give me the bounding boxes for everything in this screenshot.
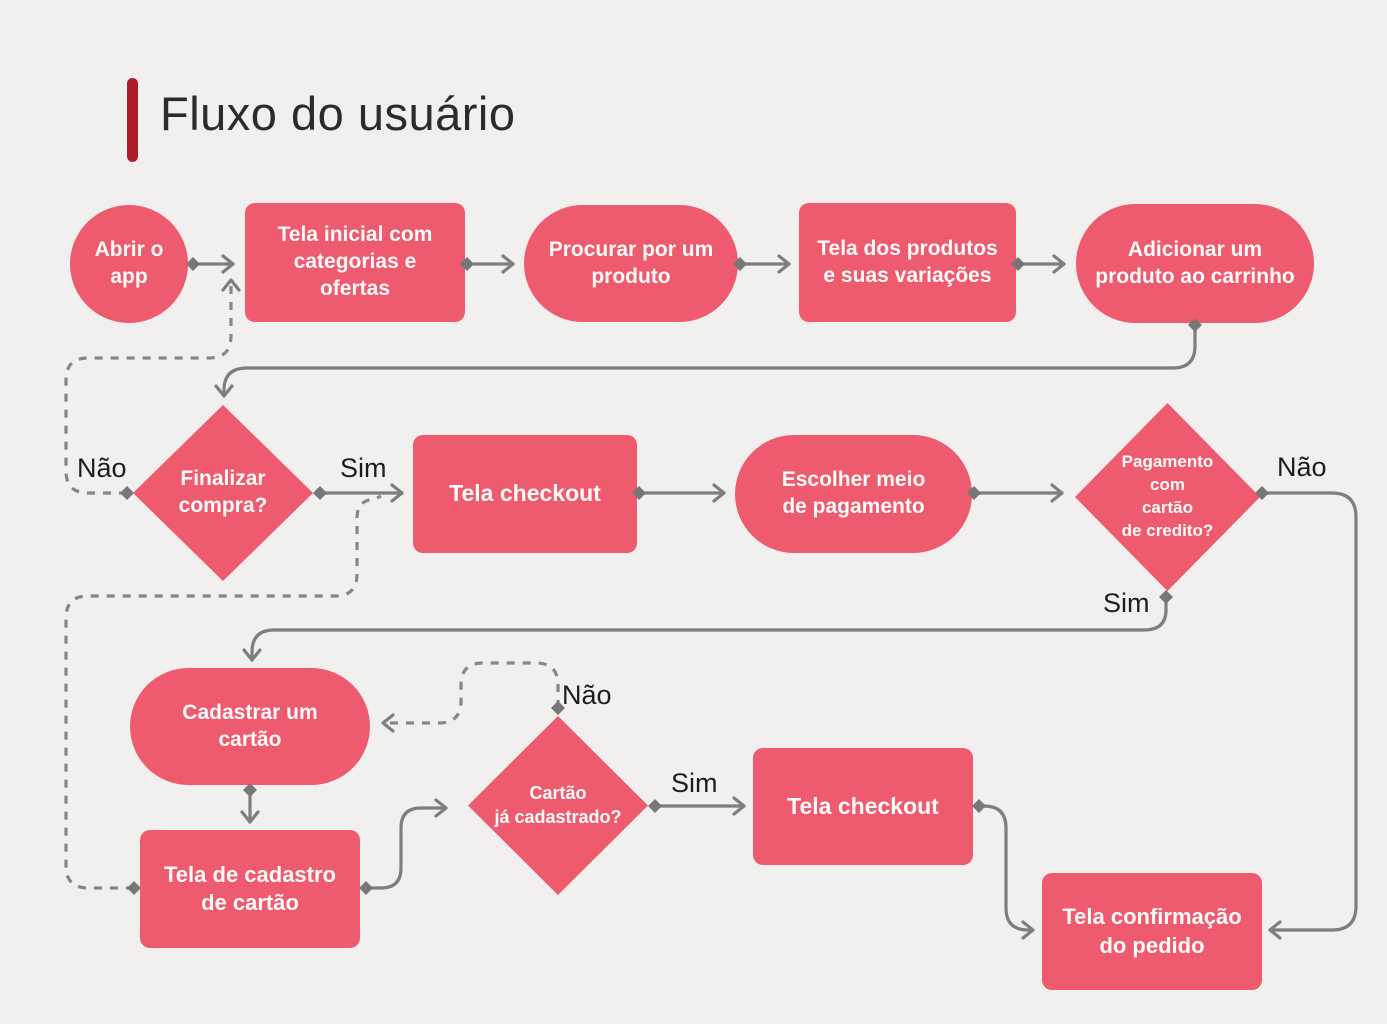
node-tela-cadastro-cartao: Tela de cadastro de cartão (140, 830, 360, 948)
edge-pagamento-sim-to-cadastrar (242, 595, 1168, 662)
edge-tela-cadastro-to-cartao-cadastrado (364, 798, 448, 890)
node-cadastrar-cartao: Cadastrar um cartão (130, 668, 370, 785)
node-cartao-cadastrado: Cartão já cadastrado? (468, 716, 648, 895)
node-procurar-produto: Procurar por um produto (524, 205, 738, 322)
edge-label-finalizar-sim: Sim (340, 453, 387, 483)
edge-pagamento-nao-to-confirmacao (1260, 491, 1358, 940)
node-tela-checkout-2: Tela checkout (753, 748, 973, 865)
node-tela-confirmacao: Tela confirmação do pedido (1042, 873, 1262, 990)
edge-checkout2-to-confirmacao (977, 804, 1035, 940)
node-pagamento-cartao: Pagamento com cartão de credito? (1075, 403, 1260, 591)
edge-label-pagamento-nao: Não (1277, 452, 1327, 482)
node-adicionar-carrinho: Adicionar um produto ao carrinho (1076, 204, 1314, 323)
node-finalizar-compra: Finalizar compra? (133, 405, 313, 581)
edge-cadastrado-nao-to-cadastrar (381, 661, 560, 733)
edge-adicionar-to-finalizar (214, 323, 1197, 398)
edge-label-pagamento-sim: Sim (1103, 588, 1150, 618)
edge-label-cadastrado-sim: Sim (671, 768, 718, 798)
node-tela-inicial: Tela inicial com categorias e ofertas (245, 203, 465, 322)
node-escolher-pagamento: Escolher meio de pagamento (735, 435, 972, 553)
page-title: Fluxo do usuário (160, 87, 516, 140)
node-tela-checkout-1: Tela checkout (413, 435, 637, 553)
edge-label-cadastrado-nao: Não (562, 680, 612, 710)
edge-label-finalizar-nao: Não (77, 453, 127, 483)
node-tela-produtos: Tela dos produtos e suas variações (799, 203, 1016, 322)
edge-anchor-diamonds (120, 257, 1269, 895)
node-abrir-app: Abrir o app (70, 205, 188, 323)
title-accent-bar (127, 78, 138, 162)
